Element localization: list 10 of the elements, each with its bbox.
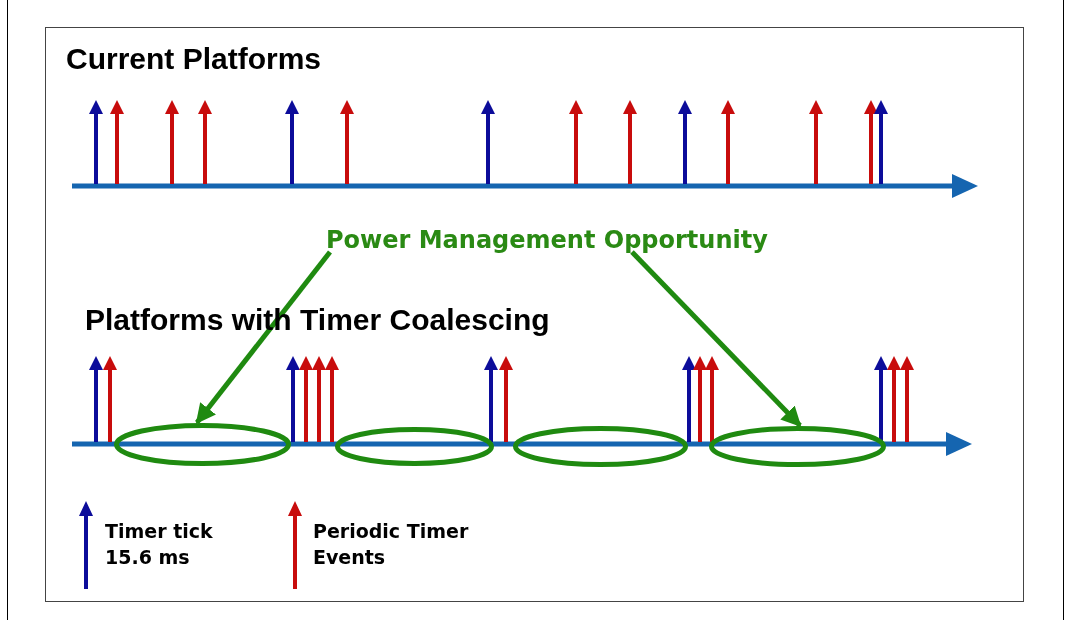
- section-heading: Current Platforms: [66, 42, 322, 76]
- legend-text: Periodic Timer Events: [313, 519, 470, 570]
- highlight-ellipse: [708, 425, 886, 467]
- highlight-ellipse: [512, 425, 688, 467]
- highlight-ellipse: [113, 422, 291, 466]
- leader-arrow: [630, 250, 802, 428]
- leader-arrow: [195, 250, 332, 425]
- callout-text: Power Management Opportunity: [326, 226, 768, 254]
- highlight-ellipse: [334, 426, 494, 466]
- legend-text: Timer tick 15.6 ms: [105, 519, 214, 570]
